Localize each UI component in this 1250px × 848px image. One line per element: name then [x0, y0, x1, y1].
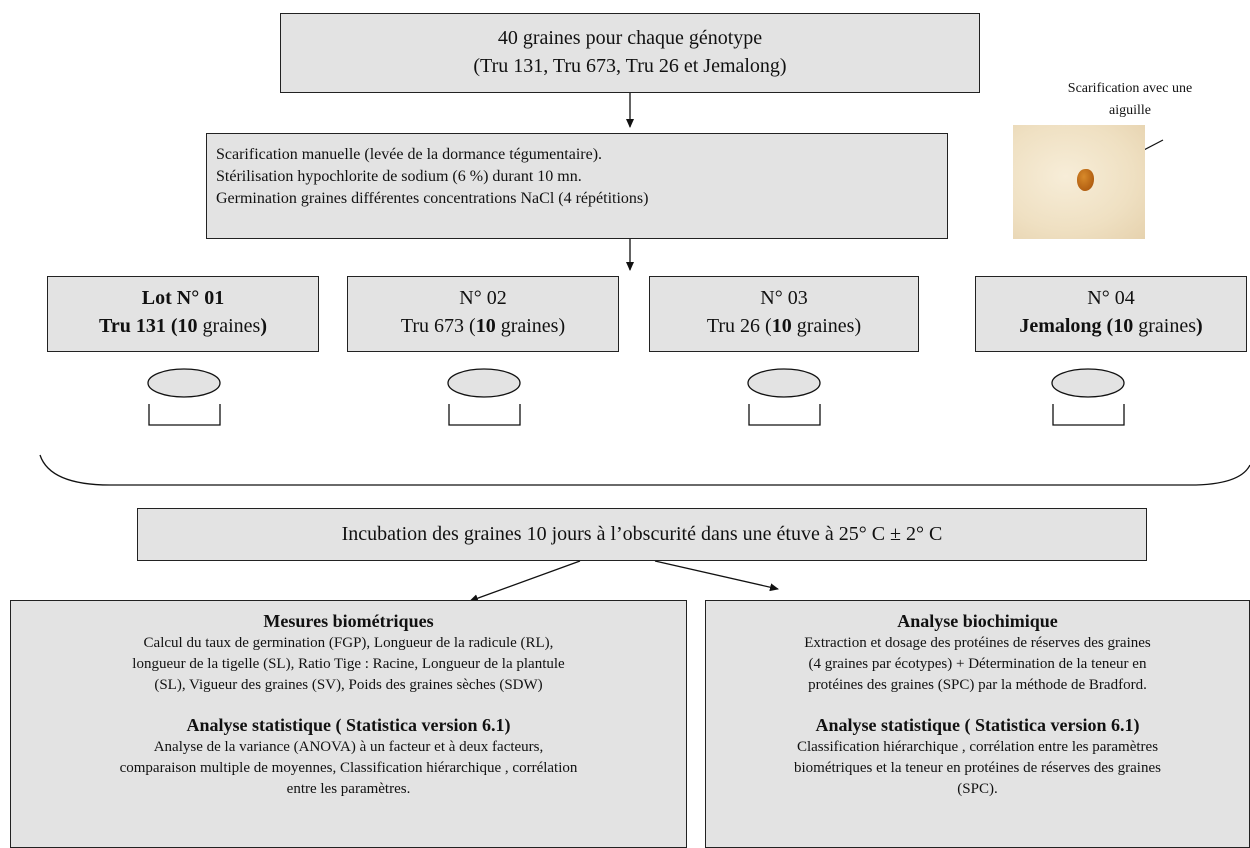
stats-heading-left: Analyse statistique ( Statistica version…: [186, 715, 511, 735]
biometric-line3: (SL), Vigueur des graines (SV), Poids de…: [154, 677, 543, 693]
stats-right-line3: (SPC).: [957, 781, 998, 797]
petri-dish-2: [447, 368, 521, 426]
lot-unit: graines: [495, 315, 559, 337]
lot-box-4: N° 04 Jemalong (10 graines): [975, 276, 1247, 352]
grouping-brace: [39, 454, 1250, 486]
treatment-line2: Stérilisation hypochlorite de sodium (6 …: [216, 168, 582, 185]
treatment-line3: Germination graines différentes concentr…: [216, 190, 649, 207]
incubation-text: Incubation des graines 10 jours à l’obsc…: [341, 523, 943, 545]
biometric-box: Mesures biométriques Calcul du taux de g…: [10, 600, 687, 848]
biometric-heading: Mesures biométriques: [263, 611, 434, 631]
biometric-line1: Calcul du taux de germination (FGP), Lon…: [143, 635, 554, 651]
lot-count: 10: [1113, 315, 1134, 337]
arrow-to-left-box: [469, 560, 581, 603]
treatment-line1: Scarification manuelle (levée de la dorm…: [216, 146, 603, 163]
lot-title: N° 03: [760, 287, 808, 309]
genotype-box: 40 graines pour chaque génotype (Tru 131…: [280, 13, 980, 93]
stats-left-line1: Analyse de la variance (ANOVA) à un fact…: [153, 739, 544, 755]
petri-dish-3: [747, 368, 821, 426]
biochemical-line1: Extraction et dosage des protéines de ré…: [804, 635, 1151, 651]
lot-unit: graines: [791, 315, 855, 337]
lot-box-2: N° 02 Tru 673 (10 graines): [347, 276, 619, 352]
biometric-line2: longueur de la tigelle (SL), Ratio Tige …: [132, 656, 565, 672]
arrow-to-right-box: [654, 560, 779, 592]
genotype-box-line2: (Tru 131, Tru 673, Tru 26 et Jemalong): [473, 55, 787, 77]
stats-right-line2: biométriques et la teneur en protéines d…: [794, 760, 1161, 776]
photo-caption: Scarification avec une aiguille: [1015, 78, 1245, 122]
photo-caption-line2: aiguille: [1109, 103, 1151, 118]
lot-genotype-line: Tru 131 (10 graines): [99, 315, 267, 337]
stats-left-line2: comparaison multiple de moyennes, Classi…: [119, 760, 578, 776]
lot-count: 10: [177, 315, 198, 337]
lot-box-1: Lot N° 01 Tru 131 (10 graines): [47, 276, 319, 352]
biochemical-box: Analyse biochimique Extraction et dosage…: [705, 600, 1250, 848]
genotype-box-line1: 40 graines pour chaque génotype: [497, 27, 763, 49]
lot-count: 10: [771, 315, 792, 337]
lot-title: Lot N° 01: [141, 287, 225, 309]
treatment-box: Scarification manuelle (levée de la dorm…: [206, 133, 948, 239]
lot-unit: graines: [1133, 315, 1196, 337]
biochemical-line3: protéines des graines (SPC) par la métho…: [808, 677, 1147, 693]
petri-dish-4: [1051, 368, 1125, 426]
stats-right-line1: Classification hiérarchique , corrélatio…: [796, 739, 1159, 755]
biochemical-line2: (4 graines par écotypes) + Détermination…: [808, 656, 1147, 672]
lot-genotype-line: Tru 673 (10 graines): [400, 315, 566, 337]
lot-box-3: N° 03 Tru 26 (10 graines): [649, 276, 919, 352]
incubation-box: Incubation des graines 10 jours à l’obsc…: [137, 508, 1147, 561]
photo-caption-line1: Scarification avec une: [1067, 81, 1193, 96]
lot-genotype: Tru 673: [400, 315, 465, 337]
lot-genotype: Tru 26: [706, 315, 761, 337]
seed-image: [1077, 169, 1094, 191]
lot-genotype: Jemalong: [1019, 315, 1102, 337]
stats-left-line3: entre les paramètres.: [286, 781, 411, 797]
lot-title: N° 02: [459, 287, 507, 309]
lot-count: 10: [475, 315, 496, 337]
biochemical-heading: Analyse biochimique: [897, 611, 1058, 631]
lot-genotype-line: Tru 26 (10 graines): [706, 315, 862, 337]
petri-dish-1: [147, 368, 221, 426]
stats-heading-right: Analyse statistique ( Statistica version…: [815, 715, 1140, 735]
lot-genotype: Tru 131: [99, 315, 166, 337]
lot-unit: graines: [197, 315, 261, 337]
lot-genotype-line: Jemalong (10 graines): [1019, 315, 1203, 337]
lot-title: N° 04: [1087, 287, 1135, 309]
